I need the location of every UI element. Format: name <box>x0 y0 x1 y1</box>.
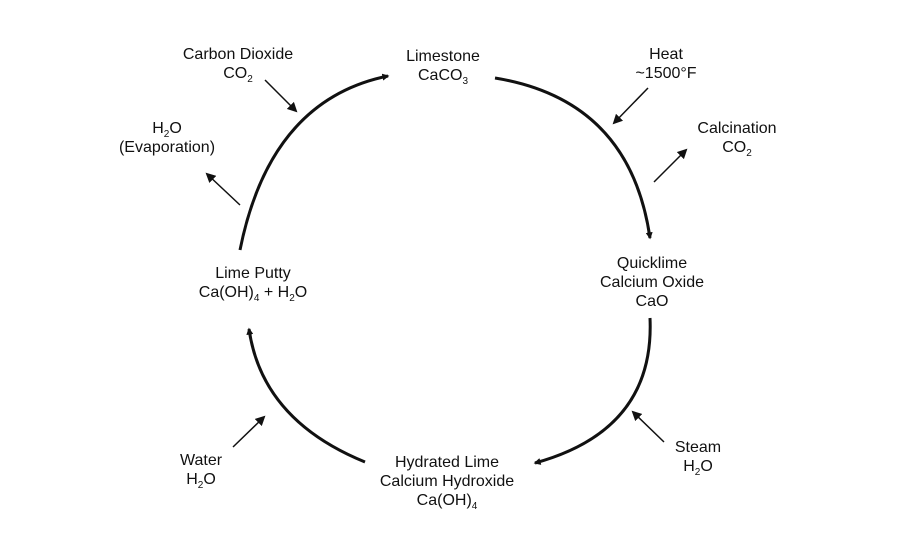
evaporation-label: H2O (Evaporation) <box>119 119 215 157</box>
steam-name: Steam <box>674 439 722 456</box>
calcination-name: Calcination <box>697 120 777 137</box>
steam-label: Steam H2O <box>674 438 722 478</box>
water-name: Water <box>179 452 223 469</box>
limestone-name: Limestone <box>406 48 480 65</box>
carbon-dioxide-label: Carbon Dioxide CO2 <box>182 45 294 85</box>
arc-hydrated-to-putty <box>246 327 366 464</box>
water-formula: H2O <box>186 471 216 491</box>
evaporation-formula: H2O <box>152 120 182 140</box>
arrow-steam <box>631 410 665 443</box>
calcination-formula: CO2 <box>722 139 752 159</box>
quicklime-name: Quicklime <box>616 255 688 272</box>
hydrated-lime-formula: Ca(OH)4 <box>416 492 478 512</box>
hydrated-lime-name: Hydrated Lime <box>394 454 500 471</box>
hydrated-lime-chemical-name: Calcium Hydroxide <box>379 473 515 490</box>
limestone-label: Limestone CaCO3 <box>406 47 480 87</box>
heat-label: Heat ~1500°F <box>635 45 696 83</box>
lime-putty-name: Lime Putty <box>215 265 291 282</box>
water-label: Water H2O <box>179 451 223 491</box>
carbon-dioxide-name: Carbon Dioxide <box>182 46 294 63</box>
arrow-water <box>232 415 266 448</box>
arrow-co2-in <box>264 79 298 113</box>
calcination-label: Calcination CO2 <box>697 119 777 159</box>
hydrated-lime-label: Hydrated Lime Calcium Hydroxide Ca(OH)4 <box>379 453 515 512</box>
limestone-formula: CaCO3 <box>417 67 469 87</box>
quicklime-chemical-name: Calcium Oxide <box>599 274 705 291</box>
lime-putty-label: Lime Putty Ca(OH)4 + H2O <box>198 264 308 304</box>
carbon-dioxide-formula: CO2 <box>223 65 253 85</box>
lime-putty-formula: Ca(OH)4 + H2O <box>198 284 308 304</box>
quicklime-formula: CaO <box>635 293 669 310</box>
arc-limestone-to-quicklime <box>494 76 653 240</box>
heat-temperature: ~1500°F <box>635 65 697 82</box>
steam-formula: H2O <box>683 458 713 478</box>
arc-quicklime-to-hydrated <box>533 317 652 465</box>
heat-name: Heat <box>649 46 683 63</box>
arrow-calcination <box>653 148 688 183</box>
quicklime-label: Quicklime Calcium Oxide CaO <box>600 254 704 311</box>
arrow-heat <box>612 87 649 125</box>
evaporation-note: (Evaporation) <box>118 139 216 156</box>
arc-putty-to-limestone <box>238 73 390 251</box>
arrow-evaporation <box>205 172 241 206</box>
